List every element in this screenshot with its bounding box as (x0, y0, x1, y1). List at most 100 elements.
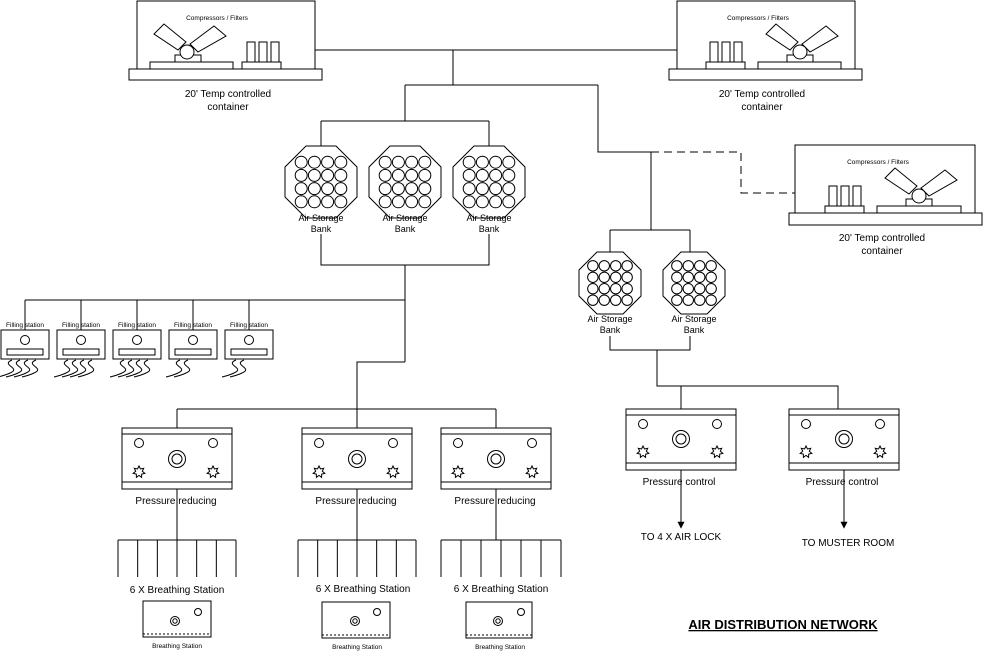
cylinder-icon (378, 195, 392, 209)
cylinder-icon (621, 294, 633, 306)
filling-station: Filling station (165, 322, 218, 378)
pressure-control-label: Pressure control (643, 477, 716, 488)
cylinder-icon (610, 283, 622, 295)
breathing-station-group: 6 X Breathing Station Breathing Station (117, 539, 237, 650)
air-storage-bank: Air Storage Bank (578, 251, 642, 335)
cylinder-icon (475, 168, 489, 182)
hose-icon (61, 359, 79, 378)
cylinder-icon (682, 260, 694, 272)
reducing-feed-pipe (356, 361, 405, 409)
gear-icon (799, 444, 813, 459)
cylinder-grid (294, 155, 348, 209)
storage-bank-label-line1: Air Storage (466, 213, 511, 223)
container-3-caption-line1: 20' Temp controlled (839, 233, 925, 244)
storage-bank-label-line1: Air Storage (298, 213, 343, 223)
gear-icon (312, 464, 326, 479)
hose-icon (221, 359, 239, 378)
hose-icon (53, 359, 71, 378)
cylinder-icon (391, 155, 405, 169)
compressor-icon (149, 23, 234, 70)
air-storage-bank: Air Storage Bank (368, 145, 442, 234)
pressure-reducing-unit: Pressure reducing (301, 427, 413, 507)
cylinder-grid (587, 260, 633, 306)
container-2-caption-line1: 20' Temp controlled (719, 89, 805, 100)
cylinder-icon (621, 260, 633, 272)
cylinder-icon (705, 283, 717, 295)
breathing-group-label: 6 X Breathing Station (454, 584, 549, 595)
cylinder-icon (294, 195, 308, 209)
cylinder-icon (475, 182, 489, 196)
gear-icon (873, 444, 887, 459)
cylinder-grid (462, 155, 516, 209)
left-bank-bottom-manifold (320, 234, 490, 266)
cylinder-icon (378, 182, 392, 196)
cylinder-icon (405, 195, 419, 209)
container-2: Compressors / Filters 20' Temp controlle… (668, 0, 863, 113)
breathing-station-label: Breathing Station (332, 644, 382, 651)
cylinder-icon (682, 283, 694, 295)
cylinder-icon (694, 260, 706, 272)
cylinder-icon (502, 168, 516, 182)
cylinder-icon (391, 182, 405, 196)
cylinder-icon (671, 294, 683, 306)
cylinder-icon (378, 168, 392, 182)
pressure-reducing-label: Pressure reducing (315, 496, 396, 507)
cylinder-icon (598, 260, 610, 272)
breathing-station-label: Breathing Station (152, 643, 202, 650)
destination-air-lock: TO 4 X AIR LOCK (641, 532, 722, 543)
cylinder-icon (621, 283, 633, 295)
cylinder-icon (405, 168, 419, 182)
filling-station-label: Filling station (174, 322, 212, 329)
cylinder-icon (321, 168, 335, 182)
cylinder-icon (405, 182, 419, 196)
pressure-reducing-label: Pressure reducing (454, 496, 535, 507)
cylinder-icon (294, 182, 308, 196)
cylinder-icon (475, 195, 489, 209)
container-1-header: Compressors / Filters (186, 15, 249, 22)
filter-icon (241, 41, 282, 70)
cylinder-icon (587, 294, 599, 306)
cylinder-icon (418, 155, 432, 169)
hose-icon (125, 359, 143, 378)
filling-station: Filling station (0, 322, 50, 378)
storage-bank-label-line1: Air Storage (382, 213, 427, 223)
hose-icon (5, 359, 23, 378)
pressure-control-label: Pressure control (806, 477, 879, 488)
cylinder-icon (462, 182, 476, 196)
cylinder-icon (418, 182, 432, 196)
storage-bank-label-line2: Bank (600, 325, 621, 335)
cylinder-grid (671, 260, 717, 306)
filling-station-label: Filling station (6, 322, 44, 329)
gear-icon (636, 444, 650, 459)
air-storage-bank: Air Storage Bank (662, 251, 726, 335)
container-1-caption-line2: container (207, 102, 249, 113)
diagram-title: AIR DISTRIBUTION NETWORK (688, 617, 878, 632)
breathing-station-label: Breathing Station (475, 644, 525, 651)
destination-muster-room: TO MUSTER ROOM (802, 538, 895, 549)
cylinder-icon (598, 271, 610, 283)
hose-icon (165, 359, 183, 378)
piping-network (24, 49, 848, 540)
cylinder-icon (694, 271, 706, 283)
breathing-station-group: 6 X Breathing Station Breathing Station (440, 539, 562, 651)
cylinder-icon (705, 271, 717, 283)
cylinder-icon (621, 271, 633, 283)
pressure-control-unit: Pressure control (788, 408, 900, 488)
pressure-reducing-unit: Pressure reducing (440, 427, 552, 507)
cylinder-icon (502, 182, 516, 196)
storage-bank-label-line1: Air Storage (587, 314, 632, 324)
cylinder-icon (598, 294, 610, 306)
cylinder-icon (307, 155, 321, 169)
filter-icon (824, 185, 865, 214)
cylinder-icon (489, 195, 503, 209)
air-storage-bank: Air Storage Bank (452, 145, 526, 234)
container-2-caption-line2: container (741, 102, 783, 113)
container-2-header: Compressors / Filters (727, 15, 790, 22)
hose-icon (109, 359, 127, 378)
filling-station: Filling station (109, 322, 162, 378)
storage-bank-label-line2: Bank (395, 224, 416, 234)
compressor-icon (757, 23, 842, 70)
compressor-icon (876, 167, 962, 214)
control-header-pipe (656, 350, 839, 409)
